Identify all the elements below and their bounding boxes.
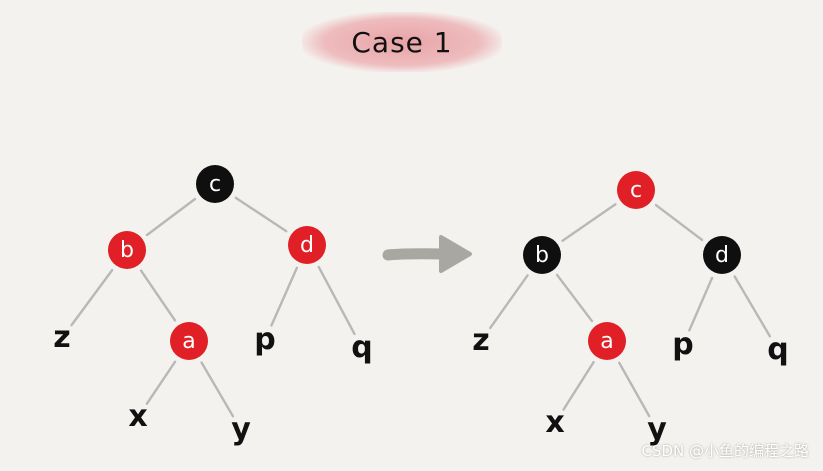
tree-edge <box>200 361 235 418</box>
node-a-label: a <box>182 329 195 354</box>
leaf-z-label: z <box>472 323 489 358</box>
arrow-head <box>439 235 472 273</box>
watermark: CSDN @小鱼的编程之路 <box>641 442 809 460</box>
node-b-circle <box>108 231 146 269</box>
node-b-circle <box>523 236 561 274</box>
node-c-label: c <box>630 178 642 203</box>
leaf-q-label: q <box>351 330 372 365</box>
leaf-p-label: p <box>672 327 693 362</box>
tree-edge <box>70 268 114 327</box>
tree-edge <box>733 275 772 338</box>
node-d-label: d <box>300 233 314 258</box>
tree-edge <box>561 203 617 242</box>
node-a-label: a <box>600 329 613 354</box>
leaf-y-label: y <box>231 412 251 447</box>
node-d-circle <box>703 236 741 274</box>
tree-edge <box>317 265 356 336</box>
tree-edge <box>145 360 177 405</box>
tree-edge <box>270 266 299 327</box>
tree-edge <box>145 197 197 237</box>
leaf-q-label: q <box>767 332 788 367</box>
tree-after: c b d a z p q x y <box>472 171 789 447</box>
node-b-label: b <box>535 243 549 268</box>
tree-edge <box>654 203 704 242</box>
leaf-z-label: z <box>53 320 70 355</box>
leaf-y-label: y <box>647 412 667 447</box>
tree-edge <box>562 360 595 411</box>
leaf-x-label: x <box>545 405 564 440</box>
node-c-label: c <box>209 172 221 197</box>
tree-edge <box>688 276 714 332</box>
node-b-label: b <box>120 238 134 263</box>
tree-edge <box>618 361 651 418</box>
title-highlight <box>302 12 502 72</box>
tree-edge <box>489 274 529 330</box>
node-a-circle <box>588 322 626 360</box>
node-c-circle <box>196 165 234 203</box>
node-d-circle <box>288 226 326 264</box>
node-c-circle <box>617 171 655 209</box>
diagram-title: Case 1 <box>351 25 453 59</box>
tree-edge <box>555 273 594 323</box>
tree-before: c b d a z p q x y <box>53 165 373 447</box>
node-d-label: d <box>715 243 729 268</box>
leaf-x-label: x <box>128 399 147 434</box>
tree-edge <box>139 269 177 322</box>
node-a-circle <box>170 322 208 360</box>
leaf-p-label: p <box>254 322 275 357</box>
transition-arrow <box>382 235 472 273</box>
tree-edge <box>234 196 288 233</box>
